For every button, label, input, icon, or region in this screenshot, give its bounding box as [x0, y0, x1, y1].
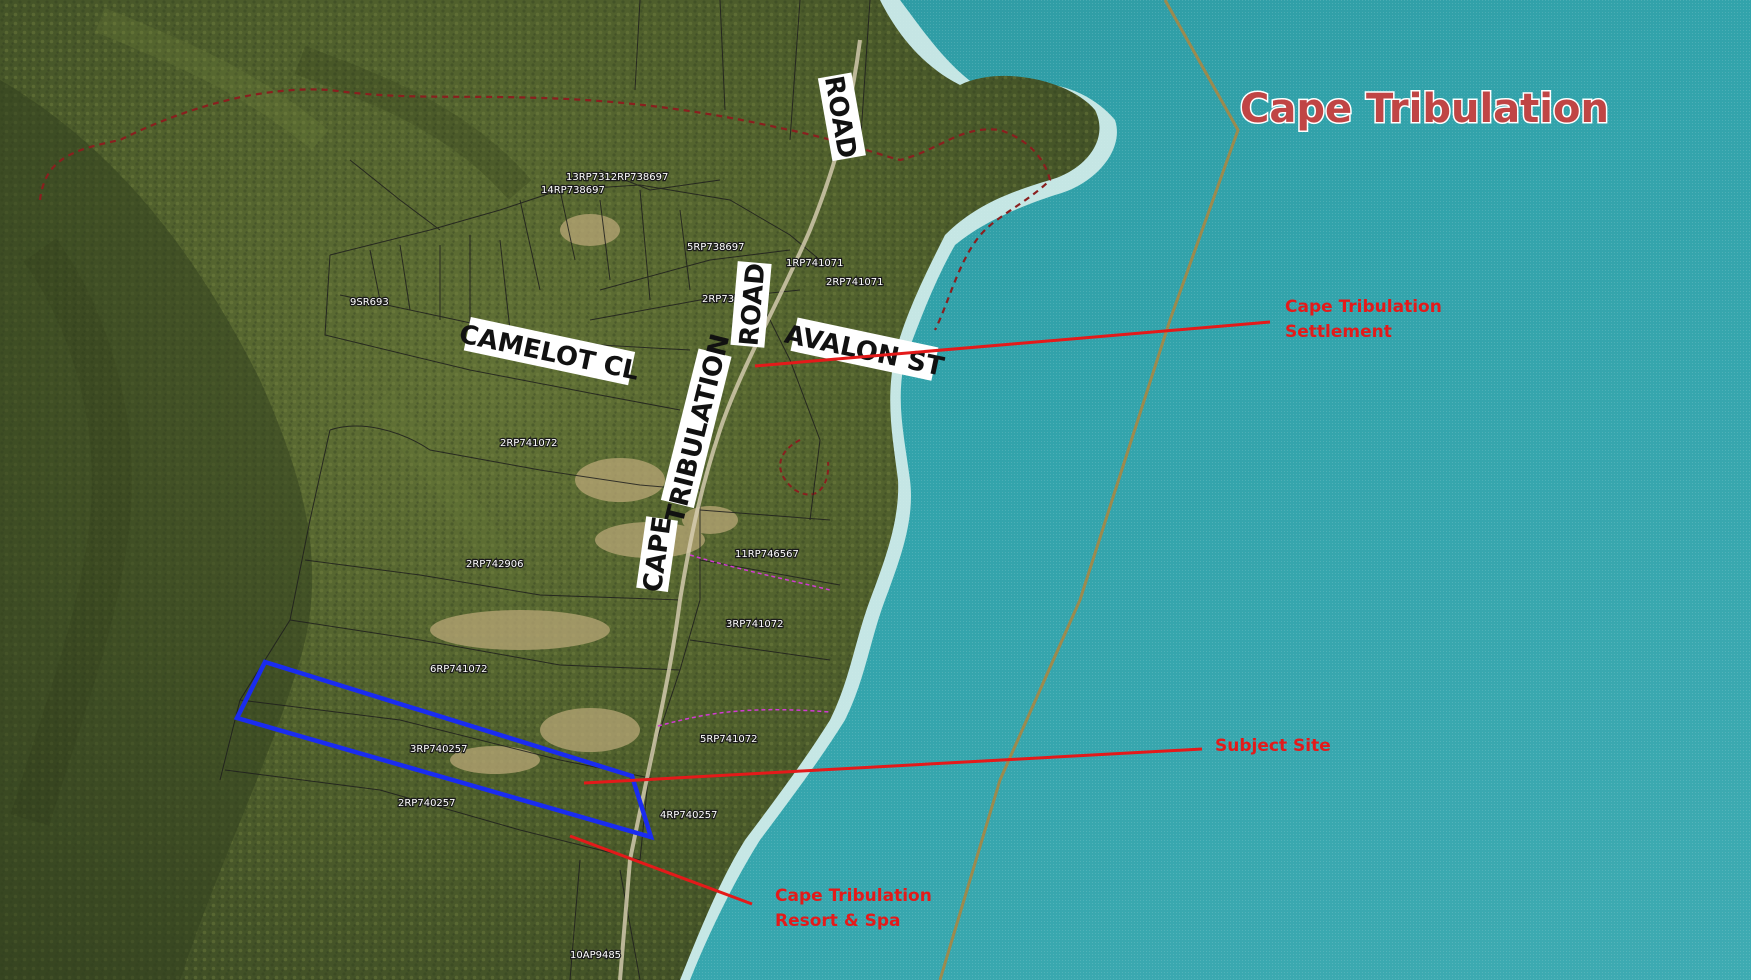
lot-label: 1RP741071: [786, 258, 844, 269]
lot-label: 2RP741071: [826, 277, 884, 288]
land-texture: [0, 0, 1100, 980]
lot-label: 10AP9485: [570, 950, 621, 961]
main-road-corridor: [618, 39, 862, 980]
lot-label: 2RP741072: [500, 438, 558, 449]
reserve-boundary-south: [779, 439, 830, 496]
callout-settlement-line2: Settlement: [1285, 322, 1392, 342]
lot-label: 2RP742906: [466, 559, 524, 570]
lot-label: 3RP740257: [410, 744, 468, 755]
callout-subject-site: Subject Site: [1215, 736, 1331, 756]
zone-boundary-line: [938, 0, 1240, 980]
subject-site-boundary[interactable]: [233, 659, 655, 841]
lot-label: 9SR693: [350, 297, 389, 308]
lot-label: 5RP738697: [687, 242, 745, 253]
road-label-road-mid: ROAD: [730, 261, 772, 348]
lot-label: 2RP740257: [398, 798, 456, 809]
lot-label: 3RP741072: [726, 619, 784, 630]
callout-resort-line2: Resort & Spa: [775, 911, 900, 931]
callout-resort-line1: Cape Tribulation: [775, 886, 932, 906]
svg-text:ROAD: ROAD: [734, 262, 771, 347]
lot-label: 4RP740257: [660, 810, 718, 821]
callout-settlement-line1: Cape Tribulation: [1285, 297, 1442, 317]
lot-label: 11RP746567: [735, 549, 799, 560]
lot-label: 6RP741072: [430, 664, 488, 675]
lot-labels: 13RP7312RP738697 14RP738697 5RP738697 1R…: [349, 171, 885, 962]
callout-leaders: [569, 320, 1271, 906]
lot-label: 13RP7312RP738697: [566, 172, 668, 183]
lot-label: 14RP738697: [541, 185, 605, 196]
terrain-shading: [0, 7, 534, 980]
map-title: Cape Tribulation: [1240, 86, 1609, 132]
lot-label: 5RP741072: [700, 734, 758, 745]
creek-lines: [657, 554, 831, 727]
